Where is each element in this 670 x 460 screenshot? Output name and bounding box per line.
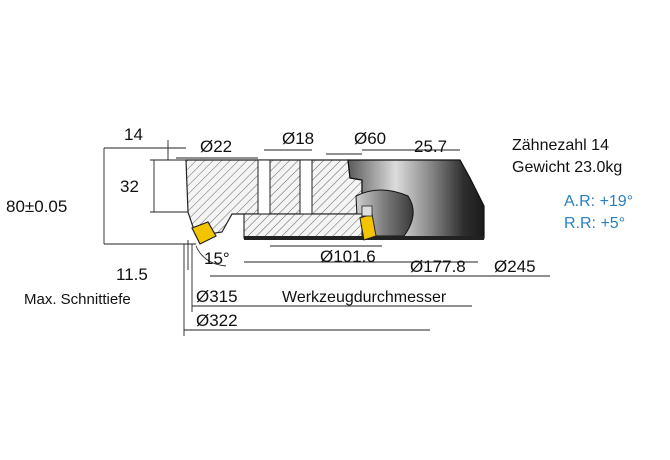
dim-diameter-322: Ø322 (196, 311, 238, 330)
dim-bore-22: Ø22 (200, 137, 232, 156)
insert-left (191, 221, 217, 245)
dim-depth-11-5: 11.5 (116, 265, 148, 284)
spec-radial-rake: R.R: +5° (564, 215, 625, 232)
dim-diameter-101-6: Ø101.6 (320, 247, 376, 266)
dimension-lines (103, 140, 550, 336)
label-tool-diameter: Werkzeugdurchmesser (282, 289, 447, 306)
spec-teeth: Zähnezahl 14 (512, 137, 609, 154)
dim-width-14: 14 (124, 125, 143, 144)
bore-slot-left (257, 159, 271, 215)
dim-angle-15: 15° (204, 249, 230, 268)
label-max-depth: Max. Schnittiefe (24, 291, 131, 308)
dim-diameter-177-8: Ø177.8 (410, 257, 466, 276)
dim-height-80: 80±0.05 (6, 197, 67, 216)
bore-slot-right (299, 159, 313, 215)
dim-height-32: 32 (120, 177, 139, 196)
insert-screw (361, 205, 373, 217)
dim-hub-60: Ø60 (354, 129, 386, 148)
dim-bore-18: Ø18 (282, 129, 314, 148)
spec-weight: Gewicht 23.0kg (512, 159, 622, 176)
dim-offset-25-7: 25.7 (414, 137, 447, 156)
spec-block: Zähnezahl 14 Gewicht 23.0kg A.R: +19° R.… (512, 137, 633, 232)
dim-diameter-315: Ø315 (196, 287, 238, 306)
dim-diameter-245: Ø245 (494, 257, 536, 276)
cutter-bottom (243, 213, 363, 239)
cutter-body (185, 159, 485, 245)
dimension-labels: 14 32 80±0.05 Ø22 Ø18 Ø60 25.7 15° Ø101.… (6, 125, 536, 330)
spec-axial-rake: A.R: +19° (564, 193, 633, 210)
